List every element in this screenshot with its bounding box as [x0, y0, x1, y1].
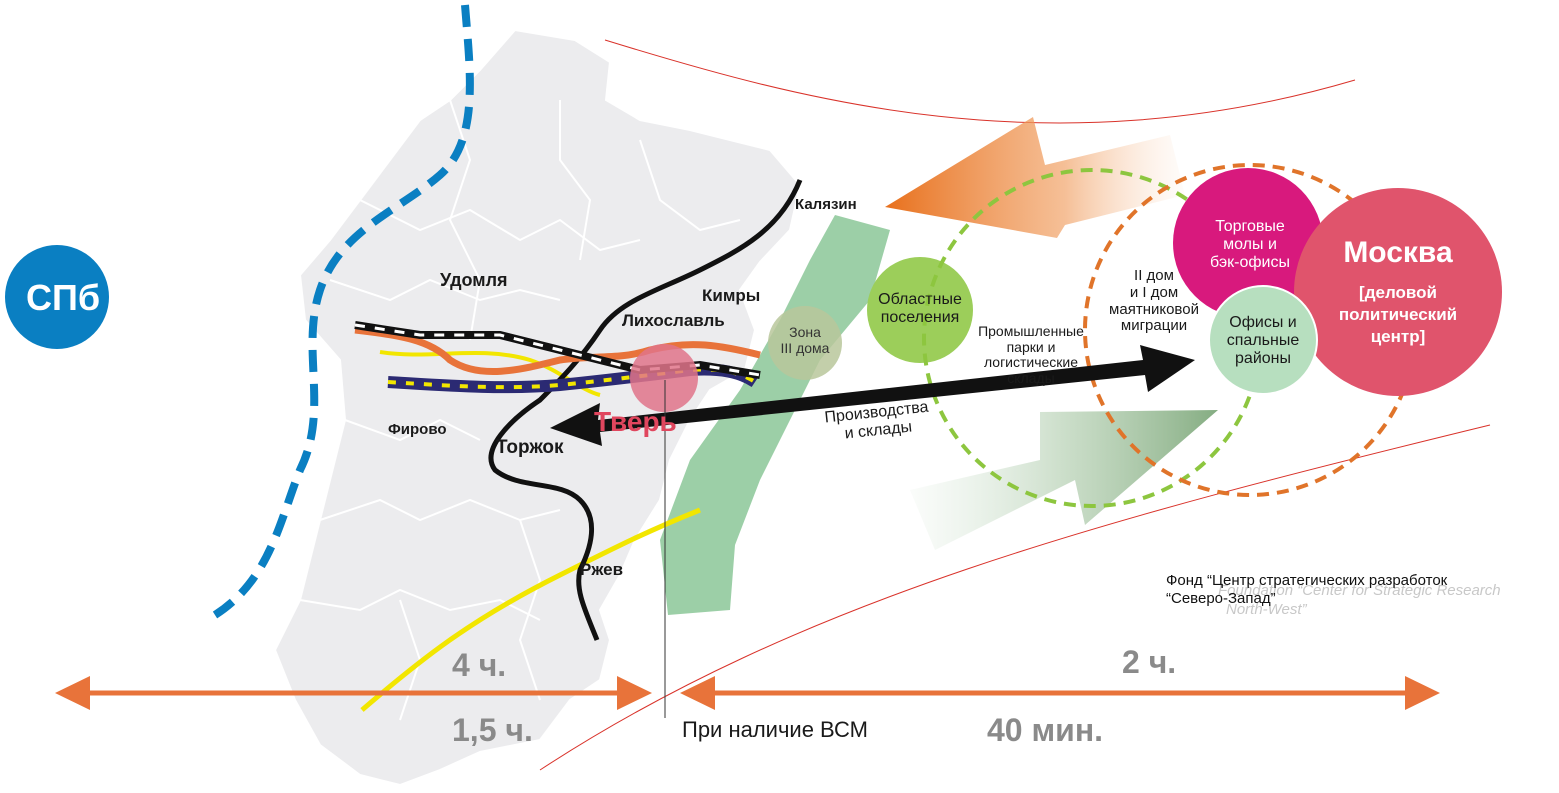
- spb-label: СПб: [26, 277, 101, 318]
- tver-dot: [630, 344, 698, 412]
- right-time-arrow: [680, 676, 1440, 710]
- corridor-upper-curve: [604, 39, 1356, 124]
- city-likhoslavl: Лихославль: [622, 311, 725, 330]
- industrial-label: Промышленные парки и логистические склад…: [978, 324, 1084, 387]
- oblast-label: Областные поселения: [878, 291, 962, 326]
- moscow-title: Москва: [1343, 236, 1453, 269]
- left-time-arrow: [55, 676, 652, 710]
- credit-en-line1: Foundation “Center for Strategic Researc…: [1218, 582, 1501, 599]
- city-kimry: Кимры: [702, 286, 761, 305]
- time-left-bottom: 1,5 ч.: [452, 712, 533, 748]
- malls-circle: [1173, 168, 1323, 318]
- corridor-lower-curve: [539, 424, 1491, 771]
- green-band: [660, 215, 890, 615]
- black-road-main: [488, 179, 803, 641]
- malls-label: Торговые молы и бэк-офисы: [1210, 218, 1290, 271]
- orange-road: [354, 326, 761, 375]
- city-torzhok: Торжок: [496, 437, 564, 458]
- zone3-circle: [768, 306, 842, 380]
- city-rzhev: Ржев: [580, 560, 624, 579]
- district-borders: [299, 99, 741, 721]
- spb-boundary-dashed: [212, 4, 474, 619]
- city-firovo: Фирово: [388, 421, 447, 438]
- migration-label: II дом и I дом маятниковой миграции: [1109, 267, 1199, 335]
- yellow-road-south: [360, 507, 701, 712]
- time-right-bottom: 40 мин.: [987, 712, 1104, 748]
- orange-arrow-left: [885, 117, 1185, 238]
- region-silhouette: [273, 28, 802, 787]
- city-udomlya: Удомля: [440, 270, 508, 290]
- time-right-top: 2 ч.: [1122, 644, 1177, 680]
- credit-en-line2: North-West”: [1226, 601, 1307, 618]
- green-arrow-right: [910, 410, 1218, 550]
- city-tver: Тверь: [594, 406, 677, 437]
- offices-label: Офисы и спальные районы: [1226, 314, 1300, 367]
- moscow-circle: [1294, 188, 1502, 396]
- vsm-label: При наличие ВСМ: [682, 717, 868, 742]
- black-double-arrow: [550, 345, 1195, 446]
- credit-ru-line1: Фонд “Центр стратегических разработок: [1166, 572, 1448, 589]
- credit-ru-line2: “Северо-Запад”: [1166, 590, 1276, 607]
- city-kalyazin: Калязин: [795, 196, 857, 213]
- moscow-subtitle: [деловой политический центр]: [1338, 283, 1458, 347]
- spb-circle: [5, 245, 109, 349]
- oblast-circle: [867, 257, 973, 363]
- zone3-label: Зона III дома: [780, 324, 830, 356]
- offices-circle: [1208, 285, 1318, 395]
- time-left-top: 4 ч.: [452, 647, 507, 683]
